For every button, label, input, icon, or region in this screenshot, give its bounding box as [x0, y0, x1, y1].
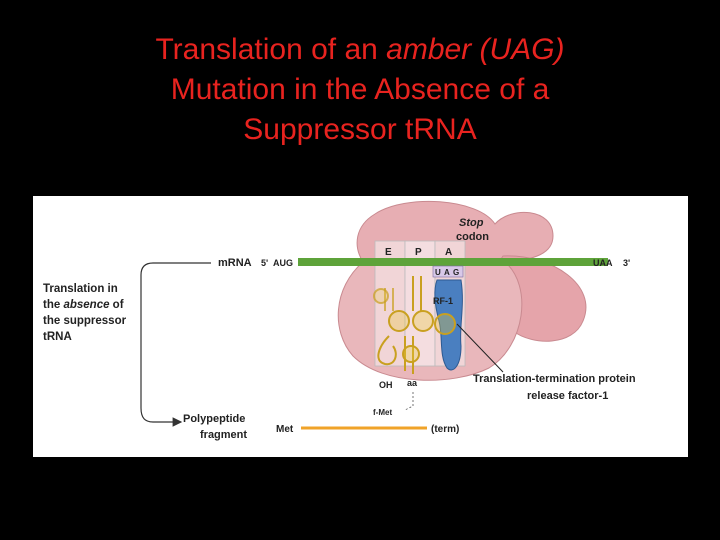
- site-a-label: A: [445, 247, 452, 258]
- title-line-2: Mutation in the Absence of a: [170, 73, 550, 106]
- side-label-line1: Translation in: [43, 283, 118, 295]
- release-factor-label-line1: Translation-termination protein: [473, 373, 636, 385]
- uag-g: G: [453, 268, 459, 277]
- release-factor-label-line2: release factor-1: [527, 390, 608, 402]
- fmet-label: f-Met: [373, 408, 392, 417]
- mrna-strand: [298, 258, 608, 266]
- side-label-line4: tRNA: [43, 331, 72, 343]
- diagram-panel: E P A Stop codon mRNA 5' AUG UAA 3' U A …: [33, 196, 688, 457]
- aa-label: aa: [407, 378, 418, 388]
- term-label: (term): [431, 424, 459, 435]
- title-amber-text: amber (UAG): [386, 33, 565, 66]
- stop-codon-label-line1: Stop: [459, 217, 484, 229]
- end-codon-label: UAA: [593, 258, 613, 268]
- side-label-line2: the absence of: [43, 299, 124, 311]
- translation-diagram: E P A Stop codon mRNA 5' AUG UAA 3' U A …: [43, 200, 636, 441]
- polypeptide-label-line2: fragment: [200, 429, 247, 441]
- side-label-line3: the suppressor: [43, 315, 127, 327]
- start-codon-label: AUG: [273, 258, 293, 268]
- rf1-label: RF-1: [433, 296, 453, 306]
- title-rna-text: RNA: [413, 113, 477, 146]
- pathway-arrow: [140, 262, 211, 427]
- site-e-label: E: [385, 247, 392, 258]
- rf1-pointer-line: [456, 323, 504, 373]
- met-label: Met: [276, 424, 294, 435]
- oh-label: OH: [379, 380, 393, 390]
- stop-codon-label-line2: codon: [456, 231, 489, 243]
- polypeptide-label-line1: Polypeptide: [183, 413, 245, 425]
- trna-exiting: [373, 288, 394, 311]
- title-line-3: Suppressor tRNA: [0, 110, 720, 150]
- uag-u: U: [435, 268, 441, 277]
- slide-title: Translation of an amber (UAG) Mutation i…: [0, 30, 720, 150]
- mrna-label: mRNA: [218, 257, 252, 269]
- uag-codon-box: [432, 265, 464, 278]
- three-prime-label: 3': [623, 258, 630, 268]
- title-text: Translation of an: [155, 33, 387, 66]
- uag-a: A: [444, 268, 450, 277]
- fmet-dashed-line: [404, 392, 414, 411]
- five-prime-label: 5': [261, 258, 268, 268]
- rf1-protein: [434, 279, 463, 371]
- title-line-1: Translation of an amber (UAG): [0, 30, 720, 70]
- site-p-label: P: [415, 247, 422, 258]
- title-suppressor-text: Suppressor t: [243, 113, 414, 146]
- trna-cloverleaf: [377, 276, 456, 374]
